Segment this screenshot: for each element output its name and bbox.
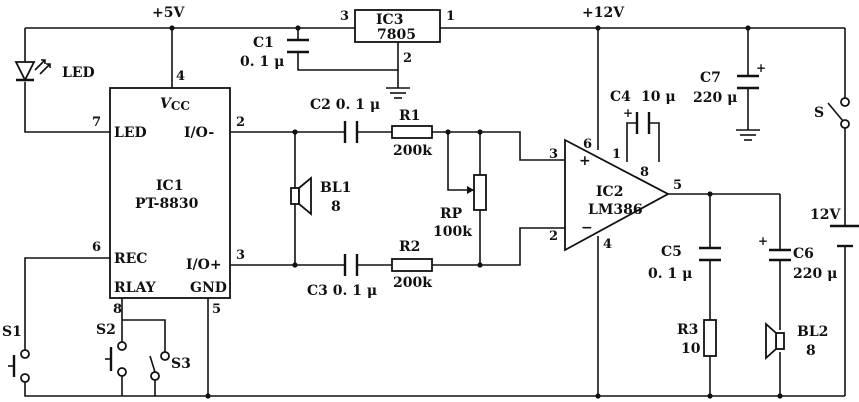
s3-label: S3 xyxy=(171,356,191,372)
ic3-regulator: IC3 7805 3 1 2 xyxy=(340,9,455,99)
ic1-recorder-chip: VCC LED I/O- IC1 PT-8830 REC I/O+ RLAY G… xyxy=(92,69,245,317)
c6-plus: + xyxy=(758,234,768,248)
led-label: LED xyxy=(62,65,95,81)
ic1-pin-2: 2 xyxy=(236,115,245,130)
switch-s1: S1 xyxy=(2,324,30,383)
c5-label: C5 xyxy=(661,244,682,260)
rail-12v-label: +12V xyxy=(582,5,625,21)
ic3-pin-2: 2 xyxy=(403,51,412,66)
ic3-pin-1: 1 xyxy=(446,9,455,24)
potentiometer-rp: RP 100k xyxy=(433,174,487,240)
s1-label: S1 xyxy=(2,324,22,340)
rp-label: RP xyxy=(440,206,463,222)
r1-label: R1 xyxy=(399,108,420,124)
ic1-rec-label: REC xyxy=(114,251,147,267)
ic2-pin-4: 4 xyxy=(603,237,612,252)
c1-label: C1 xyxy=(253,35,274,51)
r3-label: R3 xyxy=(677,322,698,338)
ic1-pin-6: 6 xyxy=(92,240,101,255)
s-label: S xyxy=(814,105,824,121)
c7-plus: + xyxy=(756,61,766,75)
ic1-part: PT-8830 xyxy=(135,196,199,212)
ic1-gnd-label: GND xyxy=(190,280,227,296)
switch-s: S xyxy=(814,97,850,129)
ic1-pin-4: 4 xyxy=(176,69,185,84)
resistor-r1: R1 200k xyxy=(391,108,433,159)
s2-label: S2 xyxy=(96,322,116,338)
c6-label: C6 xyxy=(793,246,814,262)
bl2-value: 8 xyxy=(806,343,816,359)
bl1-label: BL1 xyxy=(320,180,351,196)
ic1-pin-7: 7 xyxy=(92,115,101,130)
ic2-amplifier: + − IC2 LM386 6 1 8 3 2 5 4 xyxy=(549,137,682,252)
ic2-pin-2: 2 xyxy=(549,229,558,244)
ic1-ref: IC1 xyxy=(156,178,183,194)
c4-plus: + xyxy=(623,106,633,120)
battery-label: 12V xyxy=(810,207,841,223)
ic1-io-minus-label: I/O- xyxy=(184,125,214,141)
capacitor-c2: C2 0. 1 μ xyxy=(310,97,380,143)
c2-label: C2 0. 1 μ xyxy=(310,97,380,113)
capacitor-c3: C3 0. 1 μ xyxy=(307,254,377,299)
ic2-ref: IC2 xyxy=(596,184,623,200)
switch-s3: S3 xyxy=(149,351,191,381)
ground-icon xyxy=(736,129,760,141)
c3-label: C3 0. 1 μ xyxy=(307,283,377,299)
ic3-pin-3: 3 xyxy=(340,9,349,24)
ic2-minus: − xyxy=(581,220,593,236)
resistor-r3: R3 10 xyxy=(677,319,717,357)
ic2-part: LM386 xyxy=(588,202,643,218)
resistor-r2: R2 200k xyxy=(391,239,433,291)
ic2-pin-5: 5 xyxy=(673,178,682,193)
r2-label: R2 xyxy=(399,239,420,255)
ic2-plus: + xyxy=(579,153,591,169)
capacitor-c7: + C7 220 μ xyxy=(693,61,766,141)
ic1-pin-3: 3 xyxy=(236,248,245,263)
capacitor-c1: C1 0. 1 μ xyxy=(240,35,309,70)
ic3-ref: IC3 xyxy=(376,12,403,28)
capacitor-c6: + C6 220 μ xyxy=(758,234,837,282)
c1-value: 0. 1 μ xyxy=(240,54,284,70)
ic2-pin-8: 8 xyxy=(640,165,649,180)
ic1-led-pin-label: LED xyxy=(114,125,147,141)
bl1-value: 8 xyxy=(331,199,341,215)
capacitor-c4: + C4 10 μ xyxy=(610,89,676,134)
ic2-pin-3: 3 xyxy=(549,147,558,162)
r3-value: 10 xyxy=(681,341,701,357)
speaker-bl1: BL1 8 xyxy=(290,176,351,216)
c4-label: C4 xyxy=(610,89,631,105)
ground-icon xyxy=(386,87,410,99)
bl2-label: BL2 xyxy=(797,324,828,340)
ic1-vcc-label: VCC xyxy=(160,96,190,113)
capacitor-c5: C5 0. 1 μ xyxy=(648,244,721,282)
junctions xyxy=(169,25,783,399)
ic1-pin-5: 5 xyxy=(212,302,221,317)
rail-5v-label: +5V xyxy=(152,5,185,21)
c7-label: C7 xyxy=(700,70,721,86)
rp-value: 100k xyxy=(433,224,472,240)
c5-value: 0. 1 μ xyxy=(648,266,692,282)
led-indicator: LED xyxy=(14,59,95,83)
c6-value: 220 μ xyxy=(793,266,837,282)
battery-12v: 12V xyxy=(810,207,859,248)
c4-value: 10 μ xyxy=(641,89,676,105)
r2-value: 200k xyxy=(393,275,432,291)
ic2-pin-6: 6 xyxy=(583,137,592,152)
switch-s2: S2 xyxy=(96,322,127,377)
r1-value: 200k xyxy=(393,143,432,159)
ic1-io-plus-label: I/O+ xyxy=(186,257,222,273)
ic1-rlay-label: RLAY xyxy=(114,280,157,296)
ic1-pin-8: 8 xyxy=(113,302,122,317)
ic2-pin-1: 1 xyxy=(612,147,621,162)
speaker-bl2: BL2 8 xyxy=(765,321,828,361)
ic3-part: 7805 xyxy=(377,27,416,43)
c7-value: 220 μ xyxy=(693,90,737,106)
